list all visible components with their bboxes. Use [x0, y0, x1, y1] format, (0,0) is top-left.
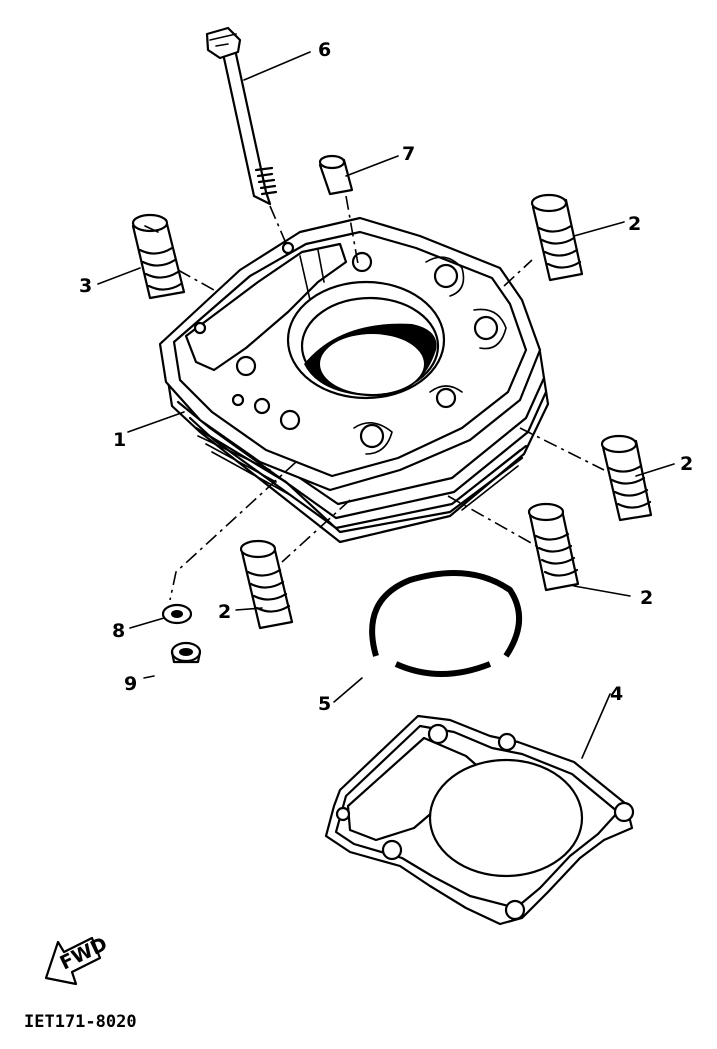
callout-4: 4 [610, 683, 623, 705]
stud-part-2-mid-right[interactable] [600, 434, 653, 522]
stud-part-2-lower-left[interactable] [239, 539, 294, 630]
callout-1: 1 [113, 429, 126, 451]
fwd-label: FWD [57, 933, 111, 975]
base-gasket-part-4[interactable] [324, 714, 635, 926]
callout-3: 3 [79, 275, 92, 297]
bolt-part-6[interactable] [205, 26, 278, 206]
drawing-code: IET171-8020 [24, 1012, 137, 1032]
callout-2-lower-left: 2 [218, 601, 231, 623]
leader-lines [97, 51, 675, 759]
o-ring-part-5[interactable] [369, 569, 523, 677]
cylinder-block-part-1[interactable] [158, 216, 550, 544]
callout-labels: 6 7 2 3 2 2 2 1 8 9 4 5 [79, 39, 693, 715]
stud-part-2-upper-right[interactable] [530, 193, 584, 282]
callout-6: 6 [318, 39, 331, 61]
o-ring-part-9[interactable] [170, 641, 202, 664]
callout-5: 5 [318, 693, 331, 715]
callout-2-lower-right: 2 [640, 587, 653, 609]
callout-9: 9 [124, 673, 137, 695]
stud-part-2-lower-right[interactable] [527, 502, 580, 592]
callout-7: 7 [402, 143, 415, 165]
dowel-pin-part-7[interactable] [318, 154, 354, 196]
callout-8: 8 [112, 620, 125, 642]
callout-2-mid: 2 [680, 453, 693, 475]
stud-part-3[interactable] [131, 213, 186, 300]
dowel-part-8[interactable] [161, 603, 193, 625]
forward-arrow-icon: FWD [44, 933, 111, 986]
callout-2-upper: 2 [628, 213, 641, 235]
